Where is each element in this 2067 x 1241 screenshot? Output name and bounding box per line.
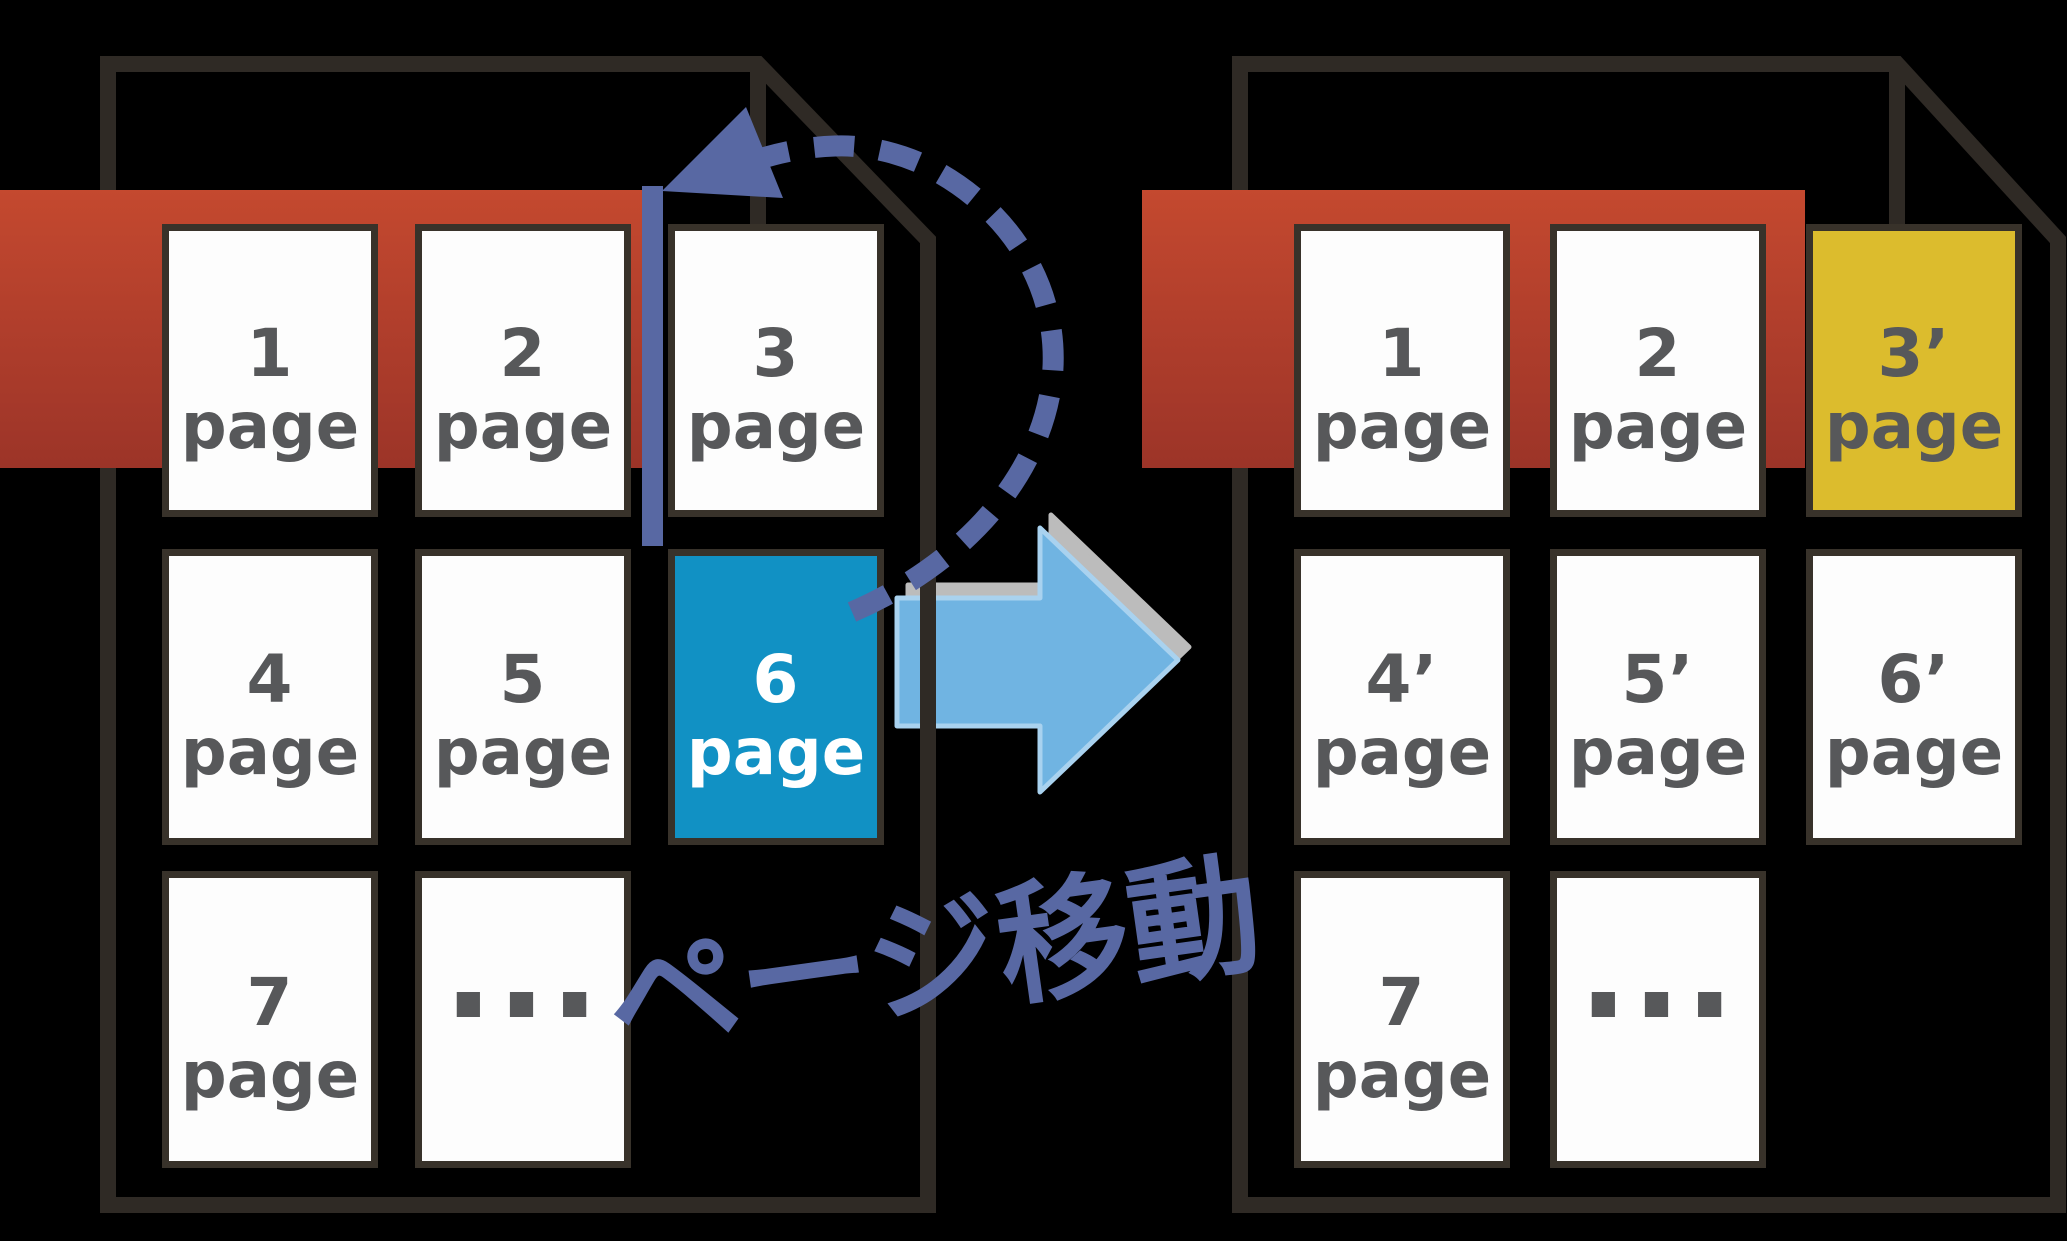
transform-arrow-icon <box>894 525 1181 795</box>
page-thumbnail-5prime: 5’ page <box>1550 549 1766 845</box>
page-word: page <box>686 716 866 790</box>
page-number: 7 <box>1378 963 1426 1041</box>
page-thumbnail-7: 7 page <box>162 871 378 1168</box>
page-thumbnail-6-selected: 6 page <box>668 549 884 845</box>
page-thumbnail-ellipsis-r: ... <box>1550 871 1766 1168</box>
page-number: 1 <box>1378 314 1426 392</box>
ellipsis-dots: ... <box>1578 894 1738 1049</box>
page-number: 3’ <box>1877 314 1951 392</box>
page-number: 5 <box>499 641 547 718</box>
move-path-arrowhead-icon <box>662 107 783 198</box>
page-word: page <box>180 389 360 464</box>
page-number: 4 <box>246 641 294 718</box>
page-thumbnail-6prime: 6’ page <box>1806 549 2022 845</box>
page-number: 4’ <box>1365 641 1439 718</box>
page-number: 6’ <box>1877 641 1951 718</box>
page-word: page <box>686 389 866 464</box>
page-thumbnail-1: 1 page <box>162 224 378 517</box>
page-number: 5’ <box>1621 641 1695 718</box>
page-thumbnail-1r: 1 page <box>1294 224 1510 517</box>
page-number: 1 <box>246 314 294 392</box>
page-word: page <box>180 1038 360 1113</box>
page-word: page <box>1568 716 1748 790</box>
page-thumbnail-3: 3 page <box>668 224 884 517</box>
page-move-label: ページ移動 <box>597 837 1271 1081</box>
page-word: page <box>1824 716 2004 790</box>
page-word: page <box>433 389 613 464</box>
transform-arrow-shadow <box>905 512 1192 782</box>
page-number: 7 <box>246 963 294 1041</box>
page-thumbnail-5: 5 page <box>415 549 631 845</box>
page-thumbnail-7r: 7 page <box>1294 871 1510 1168</box>
page-thumbnail-2: 2 page <box>415 224 631 517</box>
page-word: page <box>433 716 613 790</box>
page-word: page <box>1312 389 1492 464</box>
page-number: 2 <box>499 314 547 392</box>
page-number: 2 <box>1634 314 1682 392</box>
page-word: page <box>180 716 360 790</box>
page-number: 3 <box>752 314 800 392</box>
page-thumbnail-3prime-moved: 3’ page <box>1806 224 2022 517</box>
page-word: page <box>1824 389 2004 464</box>
page-thumbnail-2r: 2 page <box>1550 224 1766 517</box>
page-word: page <box>1568 389 1748 464</box>
page-thumbnail-4prime: 4’ page <box>1294 549 1510 845</box>
page-word: page <box>1312 1038 1492 1113</box>
page-number: 6 <box>752 641 800 718</box>
page-thumbnail-4: 4 page <box>162 549 378 845</box>
page-word: page <box>1312 716 1492 790</box>
